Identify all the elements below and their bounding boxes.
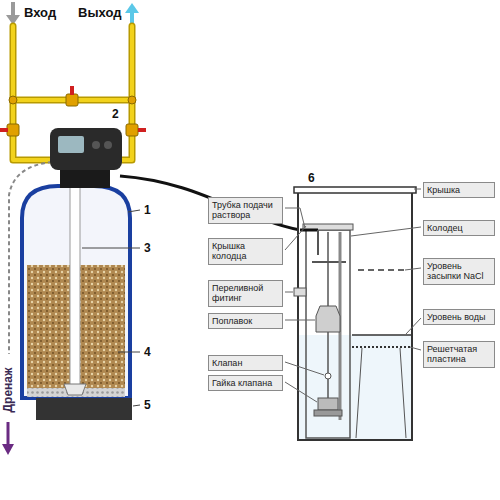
leader-lines-part	[285, 226, 306, 250]
brine-tank-part	[352, 334, 411, 336]
callout-number: 6	[306, 171, 317, 185]
callout-number: 5	[142, 398, 153, 412]
control-valve-part	[50, 128, 122, 170]
outlet-arrow-part	[125, 3, 139, 13]
leader-lines-part	[410, 347, 421, 350]
brine-tank-part	[294, 187, 416, 193]
leader-lines	[285, 189, 421, 402]
part-label-box: Гайка клапана	[208, 375, 283, 391]
part-label-box: Клапан	[208, 355, 283, 371]
brine-tank	[294, 187, 416, 440]
leader-lines-part	[406, 318, 421, 334]
part-label-box: Колодец	[423, 220, 495, 236]
brine-tank-part	[356, 348, 362, 438]
callout-number: 3	[142, 241, 153, 255]
part-label-box: Уровень воды	[423, 309, 495, 325]
control-valve-part	[104, 141, 112, 149]
pipe-valves-part	[138, 128, 146, 132]
brine-tank-part	[352, 346, 411, 348]
softener-tank-part	[22, 186, 130, 398]
inlet-arrow-part	[11, 2, 15, 16]
leader-lines-part	[285, 320, 315, 321]
control-valve-part	[58, 136, 84, 153]
part-label: Трубка подачи раствора	[212, 200, 279, 221]
part-label: Поплавок	[212, 316, 279, 326]
brine-line	[120, 176, 300, 230]
control-valve	[50, 128, 122, 188]
softener-tank-part	[64, 384, 86, 395]
part-label-box: Переливной фитинг	[208, 280, 283, 307]
part-label: Крышка колодца	[212, 241, 279, 262]
callout-number: 4	[142, 345, 153, 359]
callout-number: 2	[110, 107, 121, 121]
softener-tank	[22, 186, 132, 420]
brine-tank-part	[316, 306, 340, 332]
pipe-valves-part	[9, 96, 17, 104]
brine-tank-part	[299, 335, 411, 439]
softener-tank-part	[70, 186, 80, 386]
part-label-box: Поплавок	[208, 313, 283, 329]
brine-tank-part	[318, 398, 338, 410]
pipe-valves-part	[70, 86, 74, 95]
leader-lines-part	[285, 382, 317, 402]
brine-tank-part	[317, 230, 319, 255]
brine-tank-part	[358, 269, 404, 271]
part-label: Клапан	[212, 358, 279, 368]
callout-leaders-part	[118, 352, 140, 353]
brine-tank-part	[306, 230, 350, 438]
brine-tank-part	[325, 373, 331, 379]
part-label-box: Решетчатая пластина	[423, 341, 495, 368]
part-label: Колодец	[427, 223, 491, 233]
drain-label: Дренаж	[1, 362, 15, 418]
callout-leaders-part	[133, 405, 140, 406]
flow-label: Выход	[78, 5, 121, 20]
part-label-box: Трубка подачи раствора	[208, 197, 283, 224]
part-label: Переливной фитинг	[212, 283, 279, 304]
inlet-arrow	[6, 2, 20, 25]
leader-lines-part	[285, 208, 305, 228]
leader-lines-part	[285, 362, 324, 375]
leader-lines-part	[405, 268, 421, 270]
brine-tank-part	[298, 192, 412, 440]
softener-tank-part	[36, 398, 132, 420]
leader-lines-part	[351, 227, 421, 236]
pipe-valves-part	[128, 96, 136, 104]
part-label-box: Крышка колодца	[208, 238, 283, 265]
leader-lines-part	[285, 292, 293, 293]
flow-label: Вход	[24, 5, 56, 20]
brine-tank-part	[314, 410, 342, 416]
part-label: Решетчатая пластина	[427, 344, 491, 365]
callout-leaders-part	[128, 210, 140, 212]
callout-number: 1	[142, 203, 153, 217]
brine-tank-part	[400, 348, 406, 438]
leader-lines-part	[414, 189, 421, 190]
part-label: Уровень воды	[427, 312, 491, 322]
drain-line-part	[7, 422, 10, 446]
drain-line-part	[2, 444, 14, 455]
callout-leaders	[82, 210, 140, 406]
brine-tank-part	[294, 288, 306, 296]
pipe-valves-part	[126, 124, 138, 136]
pipe-valves-part	[7, 124, 19, 136]
part-label: Уровень засыпки NaCl	[427, 261, 491, 282]
part-label: Гайка клапана	[212, 378, 279, 388]
part-label: Крышка	[427, 185, 491, 195]
pipe-valves-part	[66, 94, 78, 106]
callout-leaders-part	[82, 248, 140, 249]
control-valve-part	[92, 141, 100, 149]
part-label-box: Уровень засыпки NaCl	[423, 258, 495, 285]
pipe-valves-part	[0, 128, 8, 132]
part-label-box: Крышка	[423, 182, 495, 198]
